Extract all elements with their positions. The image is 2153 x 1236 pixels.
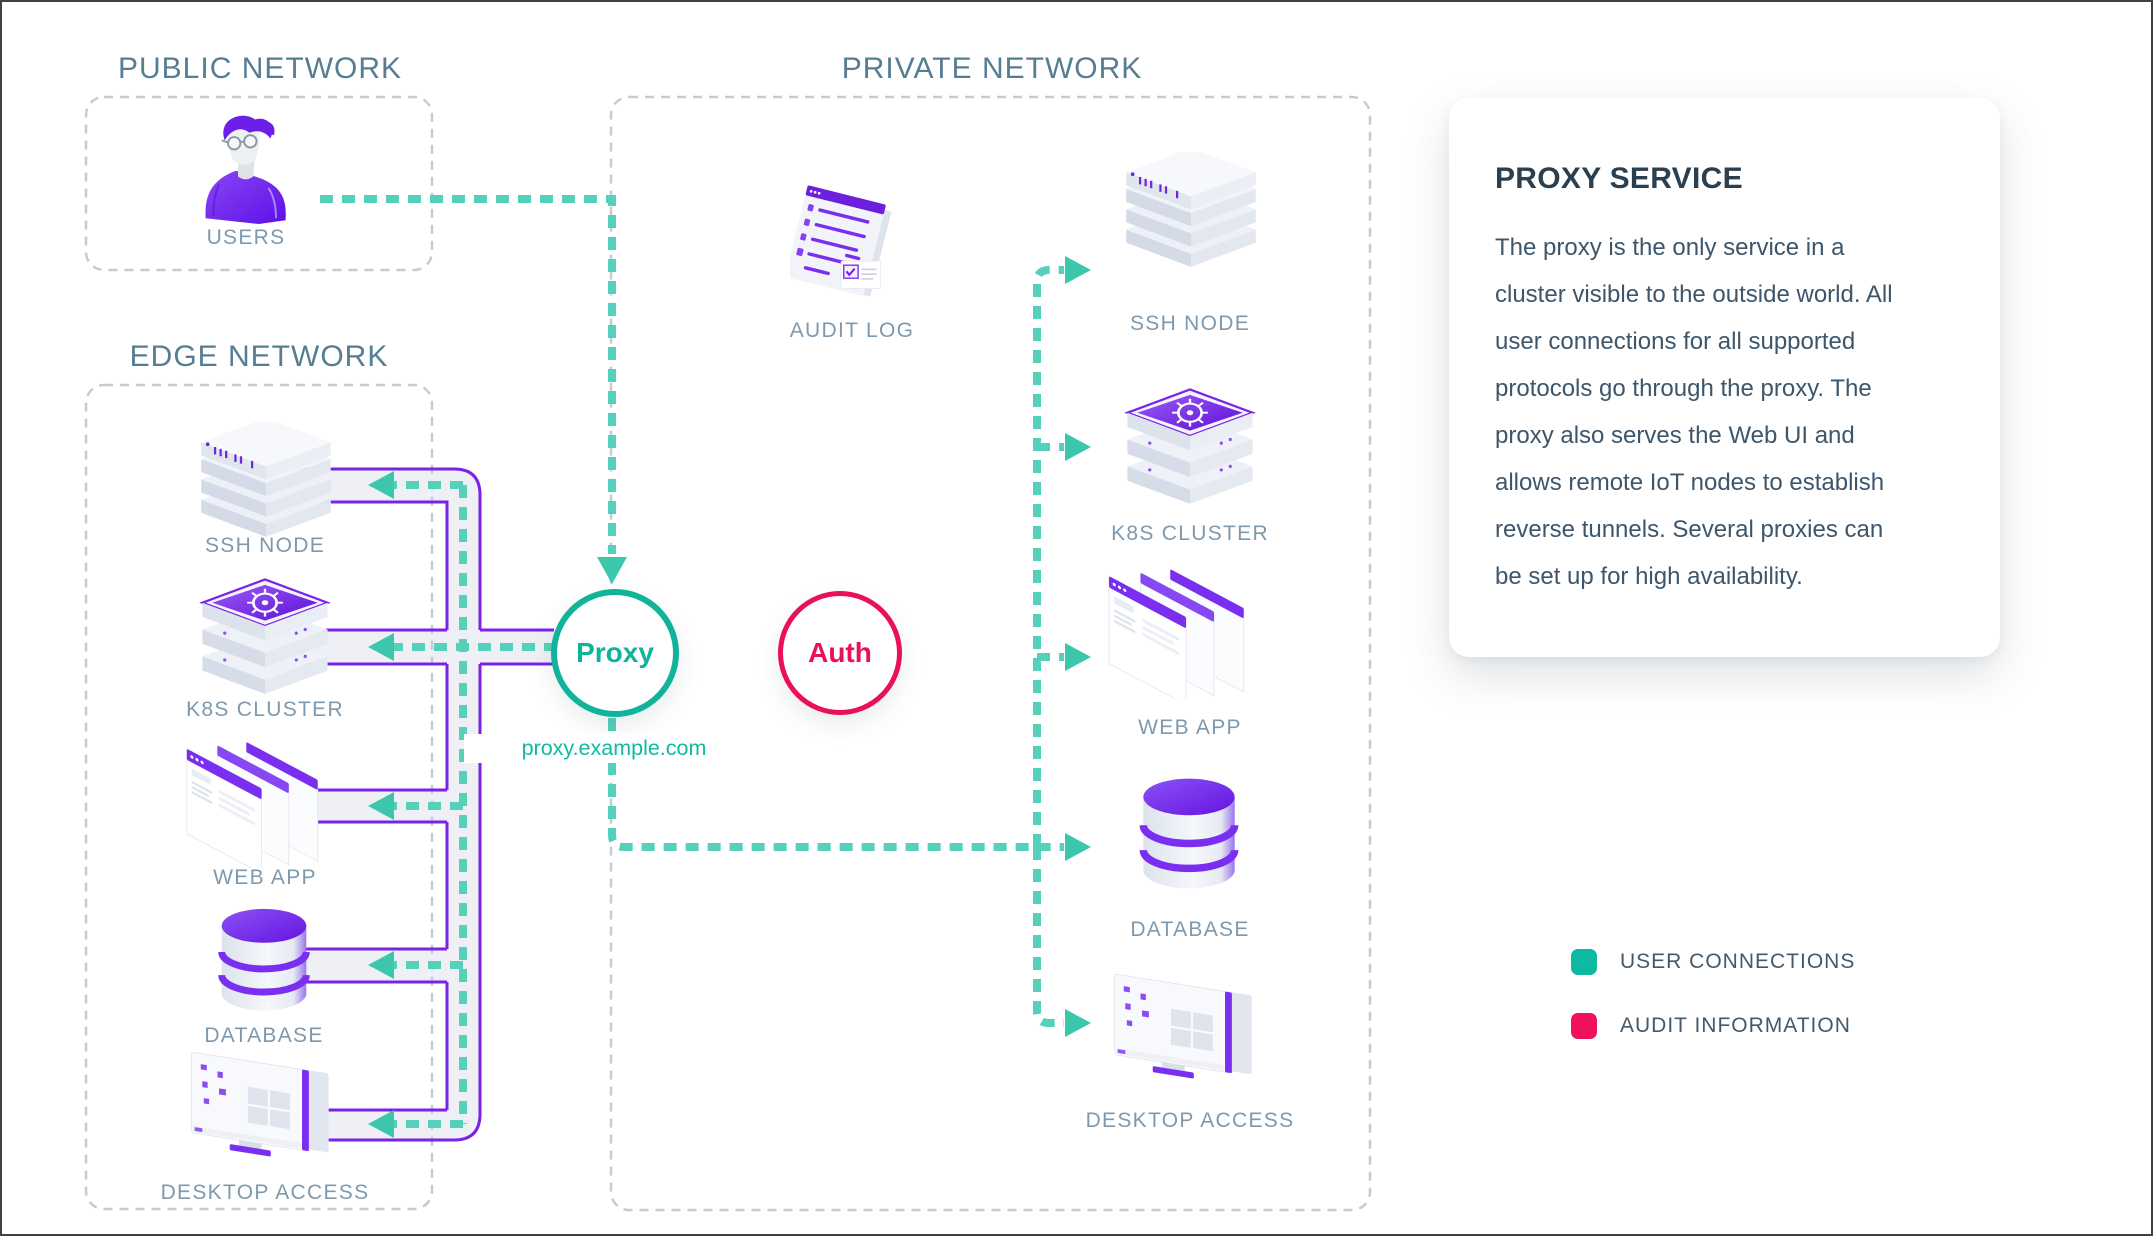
audit-log-icon (785, 164, 920, 329)
edge-ssh-node-icon (187, 418, 345, 552)
private-ssh-node-icon (1112, 148, 1270, 282)
audit-information-label: AUDIT INFORMATION (1620, 1014, 1851, 1037)
private-desktop-access-label: DESKTOP ACCESS (1085, 1109, 1295, 1132)
private-k8s-cluster-icon (1114, 380, 1266, 513)
private-vertical-line (1033, 266, 1064, 847)
private-ssh-node-label: SSH NODE (1129, 312, 1251, 335)
private-desktop-access-icon (1110, 973, 1270, 1097)
edge-ssh-node-label: SSH NODE (204, 534, 326, 557)
users-icon (200, 108, 295, 231)
legend-item-audit-information: AUDIT INFORMATION (1571, 1013, 1855, 1039)
edge-web-app-label: WEB APP (213, 866, 317, 889)
proxy-service-card: PROXY SERVICE The proxy is the only serv… (1449, 98, 2000, 657)
edge-database-label: DATABASE (204, 1024, 324, 1047)
private-database-icon (1135, 770, 1243, 907)
private-web-app-label: WEB APP (1138, 716, 1242, 739)
private-web-app-icon (1102, 567, 1277, 706)
auth-label: Auth (808, 637, 872, 668)
proxy-node: Proxy (551, 589, 679, 717)
legend: USER CONNECTIONS AUDIT INFORMATION (1571, 949, 1855, 1077)
edge-desktop-access-label: DESKTOP ACCESS (160, 1181, 370, 1204)
proxy-domain-label: proxy.example.com (464, 734, 764, 763)
audit-information-swatch (1571, 1013, 1597, 1039)
legend-item-user-connections: USER CONNECTIONS (1571, 949, 1855, 975)
arrowheads (368, 256, 1091, 1138)
edge-k8s-cluster-label: K8S CLUSTER (186, 698, 344, 721)
user-connections-swatch (1571, 949, 1597, 975)
public-network-title: PUBLIC NETWORK (117, 52, 403, 85)
edge-desktop-access-icon (187, 1051, 347, 1175)
user-connections-label: USER CONNECTIONS (1620, 950, 1856, 973)
user-connection-lines (320, 195, 1064, 1128)
card-body: The proxy is the only service in a clust… (1495, 234, 1893, 590)
section-boxes (84, 95, 1372, 1212)
edge-k8s-cluster-icon (189, 570, 341, 703)
edge-network-title: EDGE NETWORK (129, 340, 389, 373)
users-label: USERS (206, 226, 286, 249)
proxy-label: Proxy (576, 637, 654, 668)
edge-web-app-icon (180, 740, 350, 875)
users-to-proxy-line (320, 195, 616, 554)
edge-database-icon (214, 902, 314, 1027)
auth-node: Auth (778, 591, 902, 715)
public-network-box (84, 95, 434, 272)
card-title: PROXY SERVICE (1495, 162, 1743, 195)
private-network-title: PRIVATE NETWORK (841, 52, 1143, 85)
audit-log-label: AUDIT LOG (789, 319, 915, 342)
edge-pipes-border (302, 467, 554, 1142)
proxy-to-private-line (608, 718, 1064, 851)
private-k8s-cluster-label: K8S CLUSTER (1111, 522, 1269, 545)
private-database-label: DATABASE (1130, 918, 1250, 941)
